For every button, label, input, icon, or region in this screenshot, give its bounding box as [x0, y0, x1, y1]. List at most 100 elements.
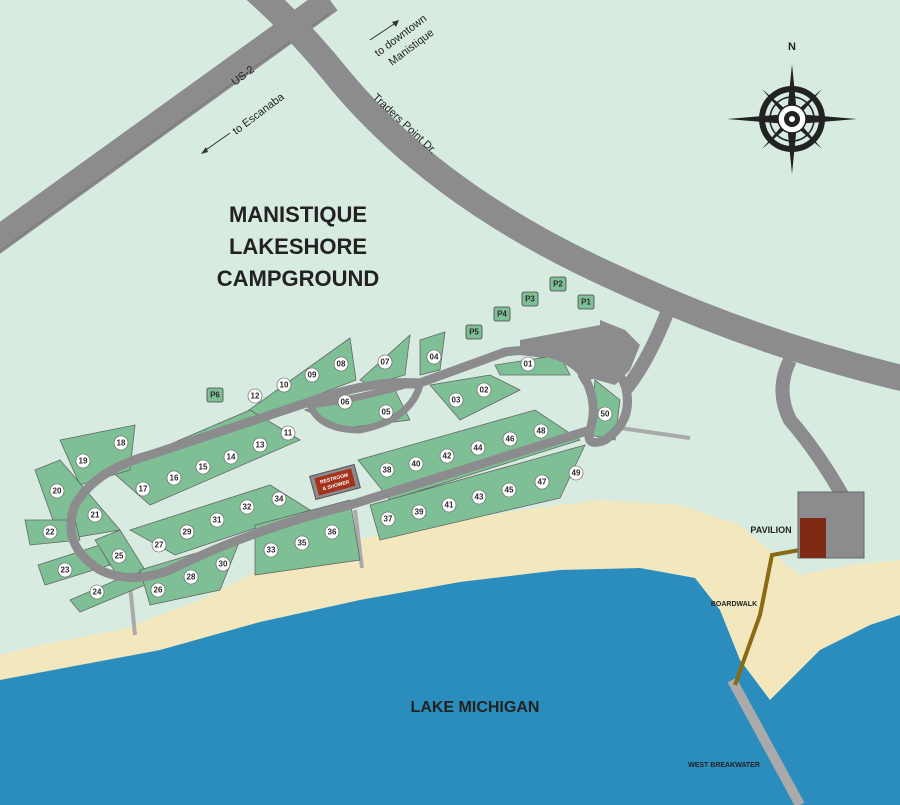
compass-north-label: N: [788, 41, 796, 53]
campsite-05[interactable]: 05: [378, 404, 394, 420]
campsite-07[interactable]: 07: [377, 354, 393, 370]
campsite-number: 32: [243, 503, 252, 512]
campsite-11[interactable]: 11: [280, 425, 296, 441]
campsite-number: 26: [154, 586, 163, 595]
traders-point-road: [246, 0, 900, 391]
campsite-15[interactable]: 15: [195, 459, 211, 475]
campsite-49[interactable]: 49: [568, 465, 584, 481]
campsite-38[interactable]: 38: [379, 462, 395, 478]
entrance-road: [619, 297, 679, 395]
campsite-20[interactable]: 20: [49, 483, 65, 499]
campsite-42[interactable]: 42: [439, 448, 455, 464]
campsite-27[interactable]: 27: [151, 537, 167, 553]
parking-marker-p6[interactable]: P6: [206, 387, 224, 403]
campsite-number: 04: [430, 353, 439, 362]
campsite-44[interactable]: 44: [470, 440, 486, 456]
campsite-number: 10: [280, 381, 289, 390]
campsite-number: 05: [382, 408, 391, 417]
campsite-36[interactable]: 36: [324, 524, 340, 540]
campsite-45[interactable]: 45: [501, 482, 517, 498]
parking-marker-p3[interactable]: P3: [521, 291, 539, 307]
parking-marker-p4[interactable]: P4: [493, 306, 511, 322]
campsite-number: 23: [61, 566, 70, 575]
campsite-10[interactable]: 10: [276, 377, 292, 393]
campsite-number: 42: [443, 452, 452, 461]
campsite-number: 49: [572, 469, 581, 478]
campsite-number: 48: [537, 427, 546, 436]
campsite-30[interactable]: 30: [215, 556, 231, 572]
campsite-17[interactable]: 17: [135, 481, 151, 497]
campsite-25[interactable]: 25: [111, 548, 127, 564]
parking-marker-p1[interactable]: P1: [577, 294, 595, 310]
to-escanaba-label: to Escanaba: [231, 90, 288, 137]
campsite-number: 40: [412, 460, 421, 469]
restroom-building: [309, 463, 361, 501]
campsite-number: 03: [452, 396, 461, 405]
campsite-29[interactable]: 29: [179, 524, 195, 540]
arrow-head-icon: [392, 20, 399, 27]
campsite-22[interactable]: 22: [42, 524, 58, 540]
campsite-16[interactable]: 16: [166, 470, 182, 486]
campsite-14[interactable]: 14: [223, 449, 239, 465]
campsite-18[interactable]: 18: [113, 435, 129, 451]
campsite-41[interactable]: 41: [441, 497, 457, 513]
campsite-35[interactable]: 35: [294, 535, 310, 551]
campsite-06[interactable]: 06: [337, 394, 353, 410]
campsite-28[interactable]: 28: [183, 569, 199, 585]
campsite-number: 43: [475, 493, 484, 502]
campsite-37[interactable]: 37: [380, 511, 396, 527]
campsite-19[interactable]: 19: [75, 453, 91, 469]
pavilion-road: [775, 356, 852, 504]
campsite-number: 06: [341, 398, 350, 407]
campsite-03[interactable]: 03: [448, 392, 464, 408]
campsite-number: 15: [199, 463, 208, 472]
campsite-number: 37: [384, 515, 393, 524]
campsite-number: 11: [284, 429, 293, 438]
campsite-number: 33: [267, 546, 276, 555]
campsite-34[interactable]: 34: [271, 491, 287, 507]
campsite-13[interactable]: 13: [252, 437, 268, 453]
campsite-number: 08: [337, 360, 346, 369]
campsite-12[interactable]: 12: [247, 388, 263, 404]
campsite-50[interactable]: 50: [597, 406, 613, 422]
campsite-43[interactable]: 43: [471, 489, 487, 505]
pavilion-label: PAVILION: [750, 525, 791, 535]
campsite-39[interactable]: 39: [411, 504, 427, 520]
campsite-24[interactable]: 24: [89, 584, 105, 600]
campsite-number: 46: [506, 435, 515, 444]
campsite-04[interactable]: 04: [426, 349, 442, 365]
campsite-number: 35: [298, 539, 307, 548]
campsite-number: 21: [91, 511, 100, 520]
us-2-road: [0, 0, 338, 254]
campsite-46[interactable]: 46: [502, 431, 518, 447]
campsite-09[interactable]: 09: [304, 367, 320, 383]
campsite-number: 09: [308, 371, 317, 380]
campsite-32[interactable]: 32: [239, 499, 255, 515]
parking-label: P4: [497, 310, 507, 319]
campsite-number: 47: [538, 478, 547, 487]
site-markers: 01 02 03 04 05 06 07 08 09 10 11 12 13 14 15 16 17 18 19 20…: [42, 349, 613, 600]
campsite-33[interactable]: 33: [263, 542, 279, 558]
campsite-number: 16: [170, 474, 179, 483]
campsite-number: 17: [139, 485, 148, 494]
campsite-08[interactable]: 08: [333, 356, 349, 372]
campsite-26[interactable]: 26: [150, 582, 166, 598]
campsite-47[interactable]: 47: [534, 474, 550, 490]
parking-marker-p5[interactable]: P5: [465, 324, 483, 340]
campsite-02[interactable]: 02: [476, 382, 492, 398]
campsite-number: 36: [328, 528, 337, 537]
foot-path: [619, 426, 691, 440]
campsite-21[interactable]: 21: [87, 507, 103, 523]
campsite-40[interactable]: 40: [408, 456, 424, 472]
campsite-23[interactable]: 23: [57, 562, 73, 578]
to-downtown-arrow: [369, 21, 398, 41]
campsite-31[interactable]: 31: [209, 512, 225, 528]
campsite-number: 25: [115, 552, 124, 561]
campsite-01[interactable]: 01: [520, 356, 536, 372]
campsite-number: 44: [474, 444, 483, 453]
campsite-48[interactable]: 48: [533, 423, 549, 439]
parking-marker-p2[interactable]: P2: [549, 276, 567, 292]
foot-path: [128, 584, 137, 636]
